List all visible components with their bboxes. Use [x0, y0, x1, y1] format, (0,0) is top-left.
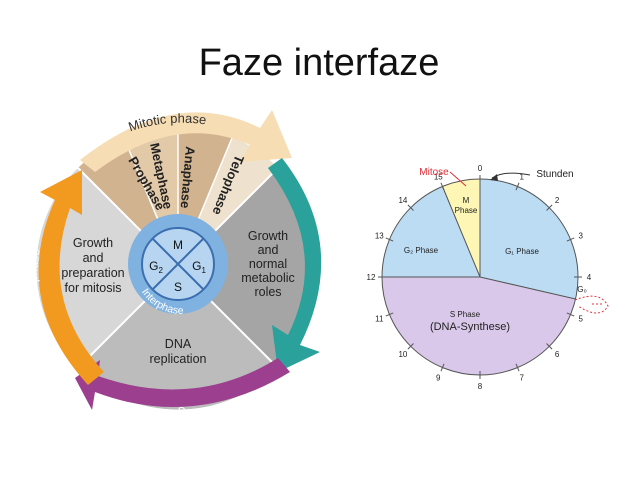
hour-label: 11	[375, 315, 384, 324]
hour-label: 15	[434, 172, 443, 181]
s-phase-label: (DNA-Synthese)	[430, 321, 510, 333]
slide-title: Faze interfaze	[198, 42, 440, 84]
hour-label: 14	[398, 196, 407, 205]
m-phase-label: M	[463, 196, 470, 205]
hour-tick	[385, 312, 394, 317]
s-sector	[382, 277, 576, 376]
center-g1: G1	[192, 259, 206, 275]
hour-label: 5	[578, 315, 583, 324]
hour-tick	[566, 312, 575, 317]
hour-ticks	[378, 175, 582, 379]
hour-label: 13	[375, 231, 384, 240]
g1-text-line: roles	[254, 285, 281, 299]
synthesis-arrow	[75, 358, 290, 410]
hour-tick	[385, 237, 394, 242]
hour-tick	[515, 182, 520, 191]
g0-label: G₀	[577, 285, 587, 294]
hour-tick	[566, 237, 575, 242]
hour-label: 12	[367, 273, 376, 282]
second-growth-arrow	[38, 170, 104, 385]
g1-sector	[480, 179, 579, 299]
hour-tick	[440, 182, 445, 191]
mitose-label: Mitose	[419, 167, 449, 178]
g1-text-line: normal	[249, 257, 287, 271]
hour-label: 9	[436, 374, 441, 383]
center-s: S	[174, 280, 182, 294]
g2-text-line: Growth	[73, 236, 113, 250]
anaphase-label: Anaphase	[178, 146, 198, 209]
hour-label: 8	[478, 382, 483, 391]
hour-label: 0	[478, 164, 483, 173]
hour-label: 4	[587, 273, 592, 282]
g2-text-line: for mitosis	[65, 281, 122, 295]
hour-label: 1	[519, 172, 524, 181]
center-m: M	[173, 238, 183, 252]
hour-tick	[546, 343, 553, 350]
s-sector	[78, 268, 278, 410]
first-growth-arrow	[268, 158, 322, 372]
s-text-line: DNA	[165, 337, 192, 351]
hour-tick	[515, 363, 520, 372]
hour-label: 6	[555, 350, 560, 359]
g2-text-line: preparation	[61, 266, 124, 280]
hour-tick	[407, 204, 414, 211]
g1-phase-label: G₁ Phase	[505, 247, 539, 256]
stunden-label: Stunden	[536, 169, 573, 180]
hour-tick	[407, 343, 414, 350]
g2-text-line: and	[83, 251, 104, 265]
mitotic-phase-arrow	[80, 110, 292, 172]
hour-tick	[546, 204, 553, 211]
g1-text-line: Growth	[248, 229, 288, 243]
g0-loop	[574, 295, 609, 314]
m-phase-label: Phase	[455, 206, 478, 215]
g1-text-line: metabolic	[241, 271, 295, 285]
hour-label: 3	[578, 231, 583, 240]
g1-sector	[178, 168, 320, 368]
hour-tick	[440, 363, 445, 372]
g2-sector	[36, 168, 179, 368]
hour-label: 2	[555, 196, 560, 205]
g2-phase-label: G₂ Phase	[404, 246, 439, 255]
m-sector	[442, 179, 480, 277]
hour-label: 10	[398, 350, 407, 359]
center-g2: G2	[149, 259, 163, 275]
g1-text-line: and	[258, 243, 279, 257]
s-phase-label: S Phase	[450, 310, 481, 319]
g2-sector	[382, 186, 480, 277]
cell-cycle-diagram: Mitotic phase First growth phase Synthes…	[26, 110, 349, 420]
hour-label: 7	[519, 374, 524, 383]
s-text-line: replication	[150, 352, 207, 366]
